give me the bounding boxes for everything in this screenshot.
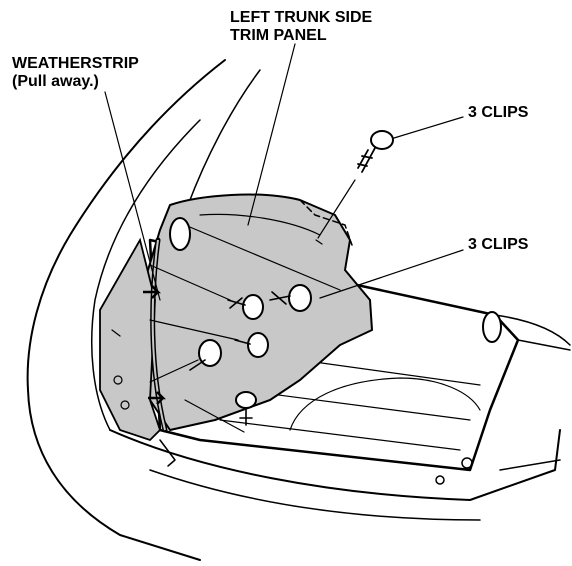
weatherstrip-label: WEATHERSTRIP (Pull away.): [12, 55, 139, 91]
clips-top-label: 3 CLIPS: [468, 104, 529, 121]
bolt-right-2: [435, 475, 445, 485]
rear-bumper: [109, 429, 561, 501]
clip-mid-1: [269, 284, 312, 312]
side-hole-2: [120, 400, 130, 410]
trim-panel-label-line1: LEFT TRUNK SIDE: [230, 9, 373, 26]
clip-mid-3: [234, 332, 269, 358]
hinge-right: [482, 311, 502, 343]
trunk-floor-contour: [289, 377, 481, 431]
weatherstrip-label-line2: (Pull away.): [12, 73, 99, 90]
bumper-lower-line: [149, 469, 481, 521]
arrow-lower: [148, 391, 167, 405]
leader-clips-top-b: [317, 179, 356, 239]
clip-lower: [235, 391, 257, 426]
side-hole-1: [113, 375, 123, 385]
trim-panel-hidden-edge: [299, 199, 353, 246]
car-fender-line: [91, 119, 201, 431]
clips-mid-label: 3 CLIPS: [468, 236, 529, 253]
right-body-line: [494, 314, 571, 471]
leader-clips-mid-b: [149, 264, 245, 433]
leader-clips-top-a: [393, 116, 464, 139]
weatherstrip-inner: [151, 239, 166, 431]
bolt-right: [461, 457, 473, 469]
clip-mid-4: [189, 339, 222, 371]
side-trim-left: [99, 237, 162, 442]
clip-mid-2: [227, 294, 264, 320]
car-body-outline: [26, 59, 226, 561]
quarter-panel-edge: [187, 69, 261, 206]
leader-trim-panel: [247, 43, 296, 226]
trim-panel-label: LEFT TRUNK SIDE TRIM PANEL: [230, 9, 372, 45]
trim-panel-fold: [184, 213, 341, 291]
trim-panel-label-line2: TRIM PANEL: [230, 27, 327, 44]
weatherstrip-label-line1: WEATHERSTRIP: [12, 55, 139, 72]
panel-mark: [111, 239, 323, 337]
clip-top: [357, 130, 394, 173]
hinge-left: [169, 217, 191, 251]
leader-clips-mid: [319, 249, 464, 299]
latch: [159, 439, 176, 467]
